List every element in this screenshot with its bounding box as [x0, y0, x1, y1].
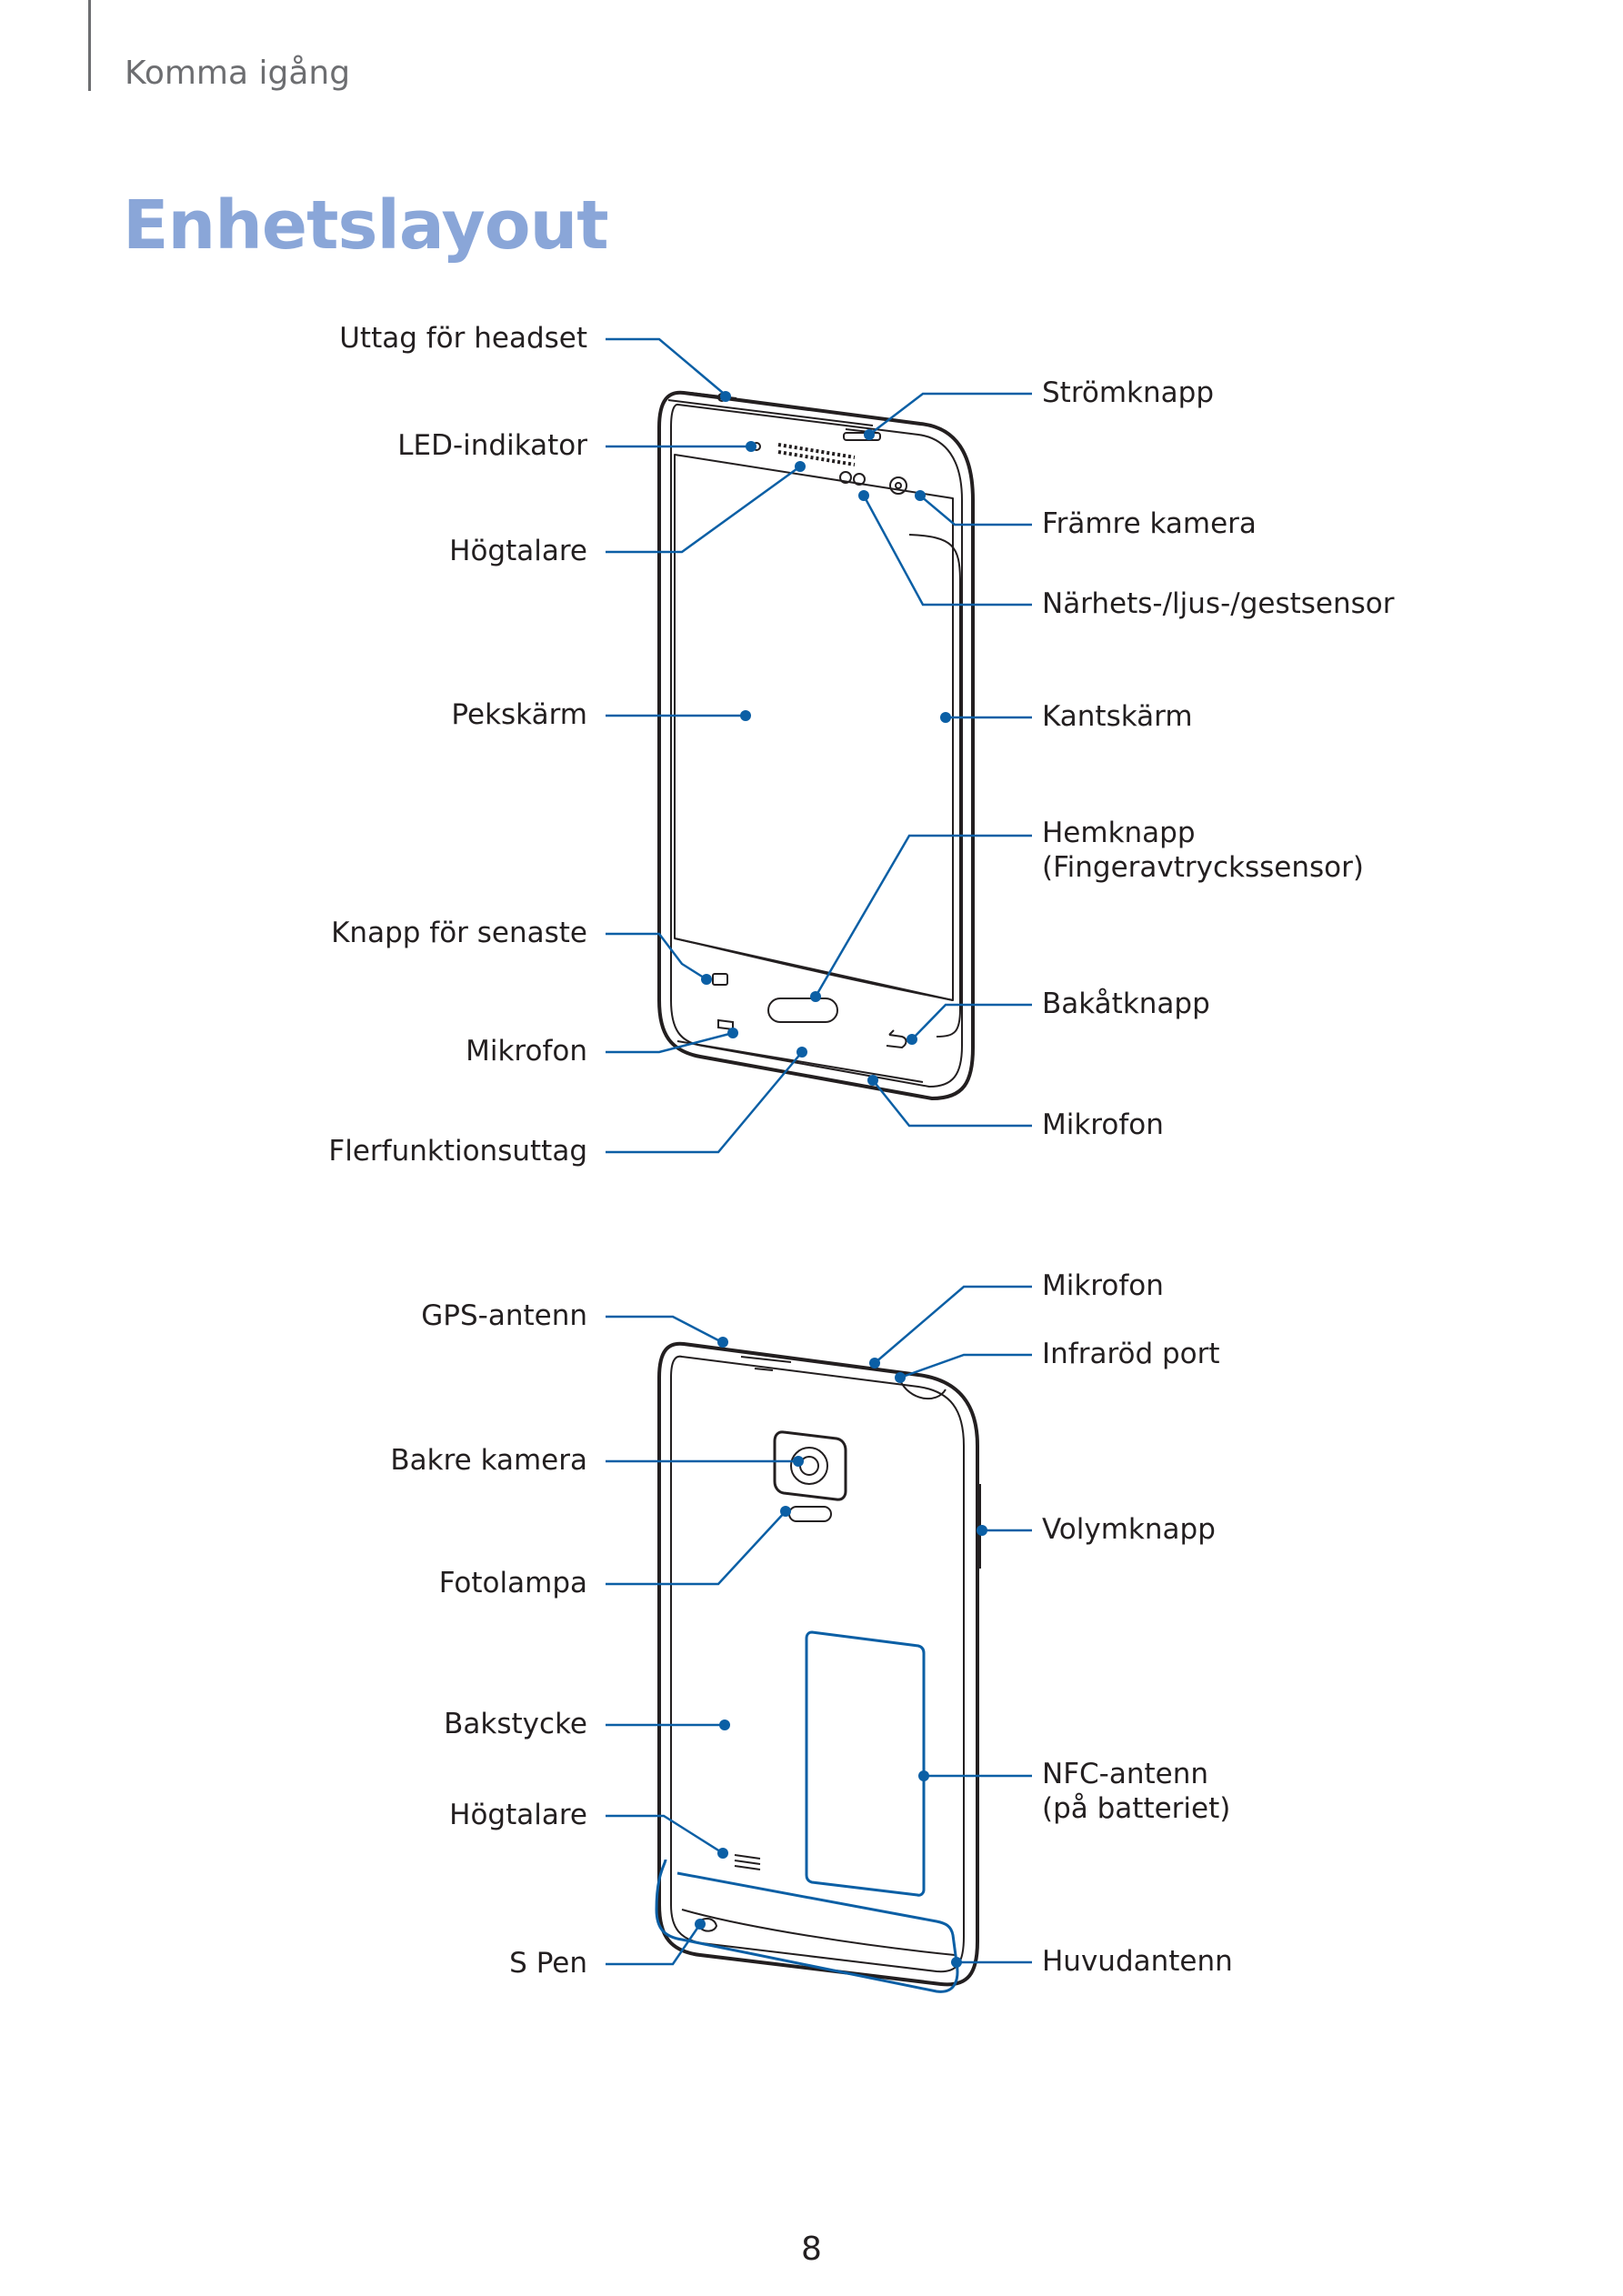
label-touchscreen: Pekskärm [451, 698, 587, 731]
front-outer-body [657, 390, 975, 1100]
back-icon [886, 1029, 907, 1049]
label-edge-screen: Kantskärm [1042, 700, 1193, 733]
front-screen [674, 454, 954, 1001]
label-back-key: Bakåtknapp [1042, 988, 1210, 1020]
front-inner-edge [670, 403, 963, 1088]
section-divider [88, 0, 91, 91]
front-features [712, 393, 907, 1049]
front-camera-icon [889, 476, 907, 495]
label-multipurpose-jack: Flerfunktionsuttag [328, 1135, 587, 1168]
label-sensor: Närhets-/ljus-/gestsensor [1042, 587, 1395, 620]
label-front-camera: Främre kamera [1042, 507, 1257, 540]
label-home-key: Hemknapp (Fingeravtryckssensor) [1042, 817, 1364, 884]
page-title: Enhetslayout [123, 186, 609, 265]
label-power-key: Strömknapp [1042, 376, 1215, 409]
earpiece-speaker-icon [777, 443, 856, 466]
main-antenna-outline [655, 1859, 959, 1993]
label-back-speaker: Högtalare [449, 1799, 587, 1831]
front-bottom-line [674, 937, 954, 1001]
front-edge-screen [908, 534, 961, 1038]
label-headset-jack: Uttag för headset [339, 322, 587, 355]
label-s-pen: S Pen [509, 1947, 587, 1980]
label-microphone-left: Mikrofon [466, 1035, 587, 1068]
flash-icon [788, 1506, 832, 1522]
recent-apps-lower-icon [717, 1018, 734, 1031]
label-ir-port: Infraröd port [1042, 1338, 1220, 1370]
label-gps-antenna: GPS-antenn [421, 1299, 587, 1332]
proximity-sensor-icon-2 [853, 473, 866, 486]
label-back-cover: Bakstycke [444, 1708, 587, 1740]
label-microphone-right: Mikrofon [1042, 1108, 1164, 1141]
front-callout-dots [701, 391, 951, 1086]
back-outer-body [657, 1341, 979, 1987]
home-button-icon [767, 998, 838, 1023]
proximity-sensor-icon [839, 471, 852, 484]
back-phone-illustration [657, 1341, 981, 1987]
camera-module [773, 1430, 847, 1501]
back-inner-body [670, 1355, 965, 1973]
label-rear-camera: Bakre kamera [390, 1444, 587, 1477]
back-callout-dots [695, 1337, 987, 1968]
back-cover-bottom-line [681, 1909, 956, 1956]
nfc-antenna-outline [805, 1630, 926, 1897]
front-callouts [606, 337, 1032, 1154]
label-volume-key: Volymknapp [1042, 1513, 1216, 1546]
label-main-antenna: Huvudantenn [1042, 1945, 1233, 1978]
section-header: Komma igång [125, 55, 351, 92]
spen-slot-icon [699, 1918, 717, 1932]
page-number: 8 [801, 2231, 822, 2268]
nfc-and-antenna [655, 1630, 959, 1993]
label-led-indicator: LED-indikator [397, 429, 587, 462]
label-speaker: Högtalare [449, 535, 587, 567]
back-callouts [606, 1285, 1032, 1966]
label-back-microphone: Mikrofon [1042, 1269, 1164, 1302]
power-button-icon [843, 432, 881, 441]
front-camera-lens-icon [895, 482, 902, 489]
front-bottom-edge [676, 1040, 924, 1083]
label-flash: Fotolampa [438, 1567, 587, 1599]
camera-lens-icon [790, 1447, 828, 1485]
recent-apps-icon [712, 973, 728, 986]
top-strip-back [740, 1356, 947, 1400]
back-speaker-icon [734, 1854, 761, 1870]
label-nfc-antenna: NFC-antenn (på batteriet) [1042, 1758, 1231, 1825]
label-recent-apps: Knapp för senaste [331, 917, 587, 949]
